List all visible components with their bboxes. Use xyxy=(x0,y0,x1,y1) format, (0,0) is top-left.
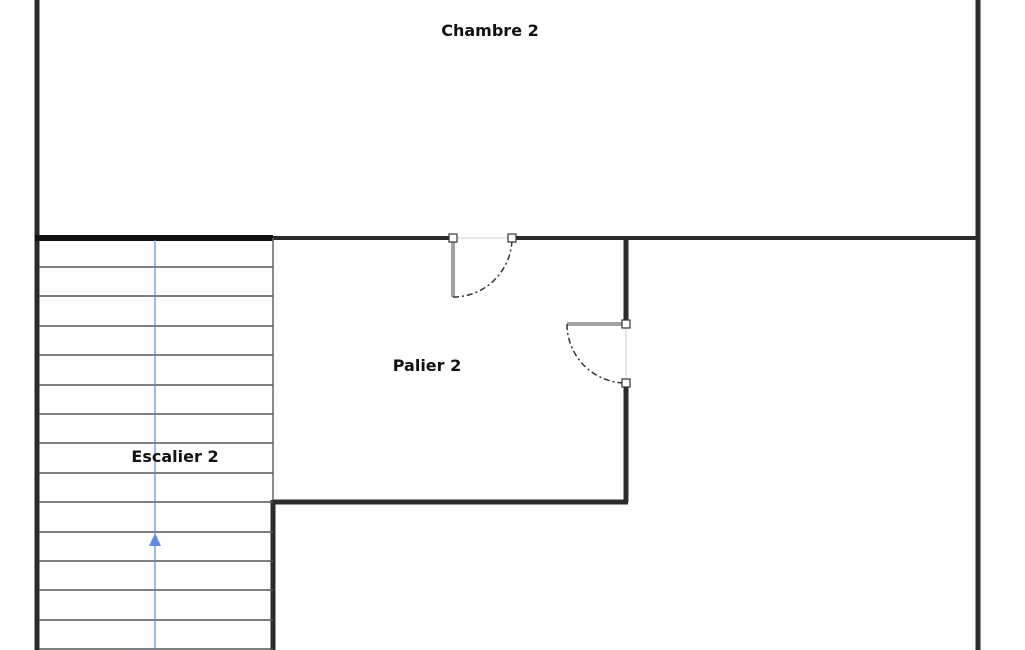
room-label-escalier: Escalier 2 xyxy=(131,447,219,466)
room-label-chambre: Chambre 2 xyxy=(441,21,539,40)
staircase xyxy=(39,266,273,650)
stair-arrow-icon xyxy=(149,533,161,546)
door-palier-right xyxy=(566,319,631,388)
door-chambre xyxy=(448,233,517,298)
walls xyxy=(34,0,981,650)
room-label-palier: Palier 2 xyxy=(392,356,462,375)
